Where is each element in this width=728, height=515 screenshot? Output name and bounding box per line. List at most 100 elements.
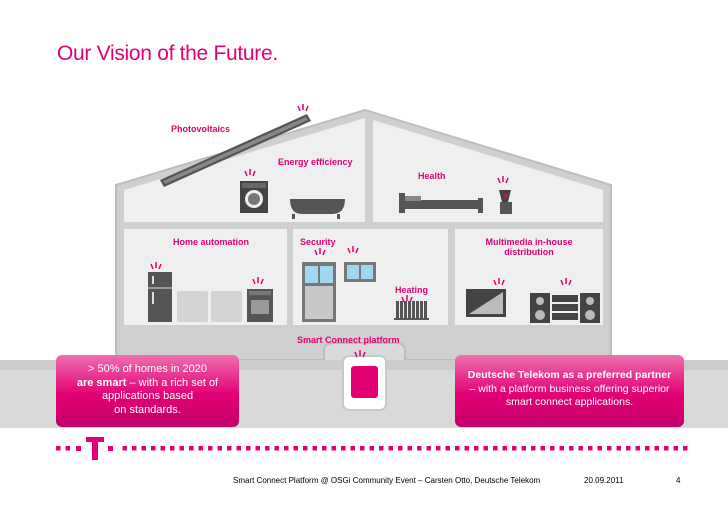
- dot: [255, 446, 260, 451]
- dot: [151, 446, 156, 451]
- callout-text: – with a rich set of: [126, 376, 219, 389]
- bathtub-icon: [290, 199, 345, 219]
- dot: [293, 446, 298, 451]
- dot: [227, 446, 232, 451]
- page-number: 4: [676, 476, 681, 485]
- dot: [493, 446, 498, 451]
- dot: [540, 446, 545, 451]
- callout-line: smart connect applications.: [505, 396, 634, 408]
- dot: [274, 446, 279, 451]
- stereo-icon: [530, 293, 600, 323]
- washing-machine-icon: [240, 181, 268, 213]
- page-title: Our Vision of the Future.: [57, 42, 278, 65]
- dot: [141, 446, 146, 451]
- window-icon: [344, 262, 376, 282]
- signal-marks: [150, 104, 572, 358]
- dot: [426, 446, 431, 451]
- dot: [502, 446, 507, 451]
- label-photovoltaics: Photovoltaics: [171, 124, 231, 134]
- dot: [132, 446, 137, 451]
- smart-connect-device: [351, 366, 378, 398]
- dot: [312, 446, 317, 451]
- dot: [635, 446, 640, 451]
- telekom-logo-icon: [76, 437, 113, 460]
- dot: [189, 446, 194, 451]
- dot: [654, 446, 659, 451]
- dot: [512, 446, 517, 451]
- dot: [474, 446, 479, 451]
- fridge-icon: [148, 272, 172, 322]
- dot: [578, 446, 583, 451]
- dot: [607, 446, 612, 451]
- room-attic-right: [373, 120, 603, 222]
- label-security: Security: [300, 237, 336, 247]
- callout-smart-homes: > 50% of homes in 2020 are smart – with …: [56, 355, 239, 427]
- label-multimedia: Multimedia in-house distribution: [485, 237, 573, 257]
- callout-telekom-partner: Deutsche Telekom as a preferred partner …: [455, 355, 684, 427]
- dot: [341, 446, 346, 451]
- footer-text: Smart Connect Platform @ OSGi Community …: [233, 476, 541, 485]
- dot: [56, 446, 61, 451]
- dot: [350, 446, 355, 451]
- label-health: Health: [418, 171, 446, 181]
- dot: [664, 446, 669, 451]
- dot: [673, 446, 678, 451]
- dot: [198, 446, 203, 451]
- lamp-icon: [499, 190, 512, 214]
- smart-connect-arch: [323, 342, 406, 360]
- radiator-icon: [394, 301, 429, 320]
- dot: [236, 446, 241, 451]
- stove-icon: [247, 289, 273, 322]
- dot: [369, 446, 374, 451]
- dot: [569, 446, 574, 451]
- cabinet-icon: [211, 291, 242, 322]
- window-icon: [302, 262, 336, 322]
- label-home-automation: Home automation: [173, 237, 250, 247]
- dot: [122, 446, 127, 451]
- dot: [445, 446, 450, 451]
- dot: [645, 446, 650, 451]
- dot: [417, 446, 422, 451]
- dot: [170, 446, 175, 451]
- callout-line: – with a platform business offering supe…: [469, 382, 670, 395]
- dot: [626, 446, 631, 451]
- dot: [436, 446, 441, 451]
- label-smart-connect: Smart Connect platform: [297, 335, 400, 345]
- tv-icon: [466, 289, 506, 317]
- dot: [559, 446, 564, 451]
- dot: [683, 446, 688, 451]
- dot: [322, 446, 327, 451]
- dot: [65, 446, 70, 451]
- dot: [588, 446, 593, 451]
- cabinet-icon: [177, 291, 208, 322]
- label-heating: Heating: [395, 285, 429, 295]
- dot: [360, 446, 365, 451]
- dot: [388, 446, 393, 451]
- dot: [464, 446, 469, 451]
- callout-bold: are smart: [76, 376, 127, 389]
- dot: [179, 446, 184, 451]
- dot: [379, 446, 384, 451]
- callout-line: > 50% of homes in 2020: [88, 363, 207, 375]
- dot: [483, 446, 488, 451]
- dot: [208, 446, 213, 451]
- dot: [160, 446, 165, 451]
- dotted-rule: [56, 446, 688, 451]
- dot: [531, 446, 536, 451]
- dot: [265, 446, 270, 451]
- footer-date: 20.09.2011: [584, 476, 624, 485]
- callout-line: are smart – with a rich set of: [56, 377, 239, 391]
- dot: [398, 446, 403, 451]
- callout-heading: Deutsche Telekom as a preferred partner: [467, 369, 672, 381]
- room-attic-left: [124, 118, 365, 222]
- dot: [246, 446, 251, 451]
- dot: [455, 446, 460, 451]
- dot: [217, 446, 222, 451]
- label-energy-efficiency: Energy efficiency: [278, 157, 353, 167]
- dot: [284, 446, 289, 451]
- dot: [303, 446, 308, 451]
- dot: [550, 446, 555, 451]
- dot: [331, 446, 336, 451]
- callout-line: on standards.: [114, 403, 181, 416]
